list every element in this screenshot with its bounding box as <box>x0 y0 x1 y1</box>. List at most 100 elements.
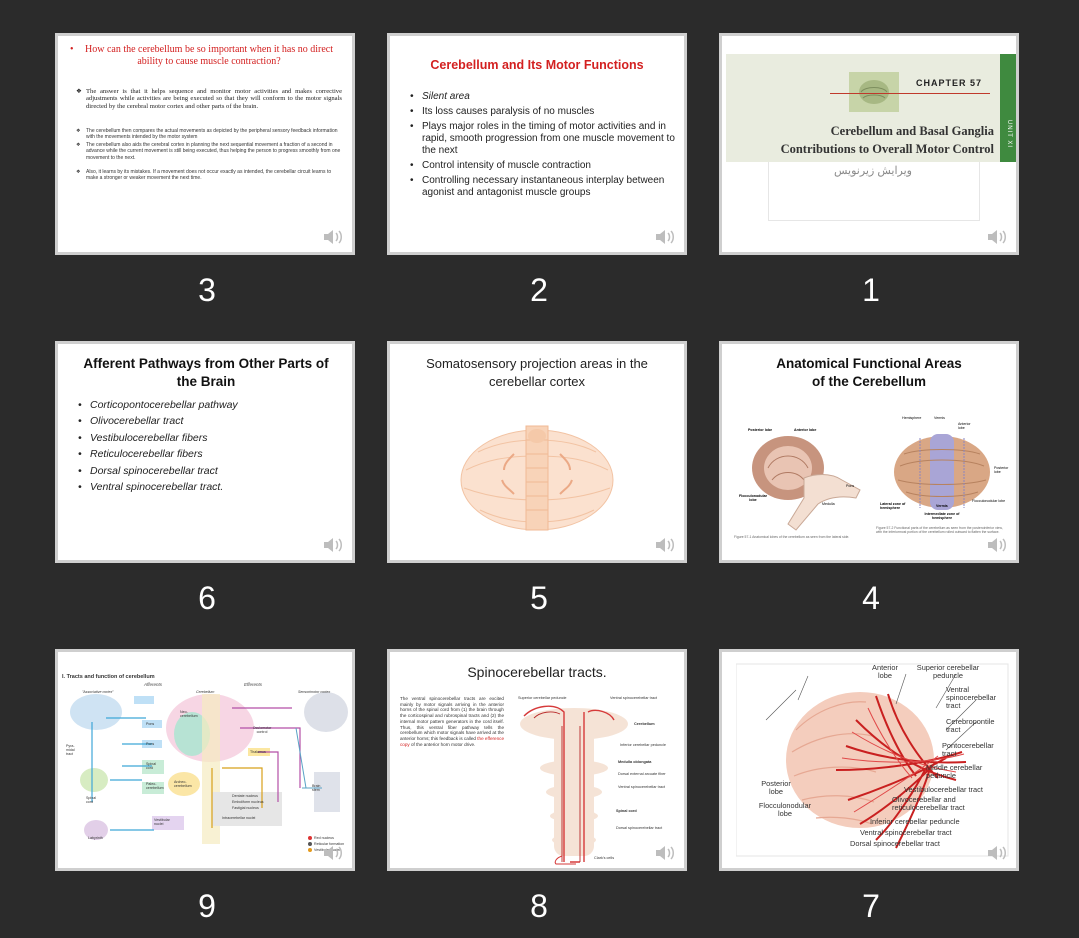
diagram-label: Paleo-cerebellum <box>146 782 164 790</box>
slide-body-text: The ventral spinocerebellar tracts are e… <box>400 696 505 747</box>
cerebellum-homunculus-image <box>460 425 614 531</box>
slide-title: Spinocerebellar tracts. <box>467 664 607 680</box>
cerebellar-peduncles-diagram <box>736 663 1009 857</box>
diagram-label: Middle cerebellar peduncle <box>926 763 983 780</box>
slide-thumbnail-2[interactable]: Cerebellum and Its Motor Functions Silen… <box>387 33 687 255</box>
slide-bullet: Control intensity of muscle contraction <box>410 160 680 172</box>
diagram-label: Vestibulocerebellar tract <box>904 785 983 794</box>
highlight-text: the efference copy <box>400 735 505 747</box>
figure-label: Flocculonodular lobe <box>739 494 767 502</box>
figure-label: Anterior lobe <box>794 428 817 432</box>
speaker-icon[interactable] <box>986 228 1008 246</box>
diagram-label: Red nucleus <box>314 836 334 840</box>
diagram-label: Labyrinth <box>88 836 103 840</box>
diagram-label: Archeo-cerebellum <box>174 780 192 788</box>
slide-number: 6 <box>198 580 216 616</box>
slide-bullet: Silent area <box>410 91 680 103</box>
diagram-label: Pontocerebellar tract <box>942 741 994 758</box>
diagram-label: Spinal cord <box>146 762 156 770</box>
speaker-icon[interactable] <box>654 228 676 246</box>
slide-number: 9 <box>198 888 216 924</box>
slide-bullet: Olivocerebellar tract <box>78 415 338 428</box>
slide-bullet: Ventral spinocerebellar tract. <box>78 481 338 494</box>
diagram-header: I. Tracts and function of cerebellum <box>62 674 155 680</box>
slide-thumbnail-4[interactable]: Anatomical Functional Areas of the Cereb… <box>719 341 1019 563</box>
diagram-label: Superior cerebellar peduncle <box>916 663 980 680</box>
chapter-title-line1: Cerebellum and Basal Ganglia <box>830 124 994 138</box>
slide-number: 4 <box>862 580 880 616</box>
chapter-label: CHAPTER 57 <box>916 78 983 88</box>
speaker-icon[interactable] <box>654 536 676 554</box>
slide-question: •How can the cerebellum be so important … <box>70 44 333 67</box>
slide-thumbnail-8[interactable]: Spinocerebellar tracts. The ventral spin… <box>387 649 687 871</box>
speaker-icon[interactable] <box>322 536 344 554</box>
slide-bullet: Reticulocerebellar fibers <box>78 448 338 461</box>
figure-caption: Figure 57-2 Functional parts of the cere… <box>876 526 1003 535</box>
tracts-diagram <box>70 692 348 852</box>
figure-label: Anterior lobe <box>958 422 971 430</box>
slide-bullet: Vestibulocerebellar fibers <box>78 432 338 445</box>
diagram-label: Pons <box>146 722 155 726</box>
diagram-label: Olivocerebellar and reticulocerebellar t… <box>892 795 965 812</box>
subtitle-arabic: ویرایش زیرنویس <box>834 165 912 177</box>
diagram-label: Ventral spinocerebellar tract <box>946 685 997 710</box>
slide-paragraph: ❖The cerebellum then compares the actual… <box>76 128 338 141</box>
diagram-label: Cerebellum <box>196 690 215 694</box>
speaker-icon[interactable] <box>986 844 1008 862</box>
diagram-label: Dorsal spinocerebellar tract <box>616 826 663 830</box>
slide-thumbnail-6[interactable]: Afferent Pathways from Other Parts of th… <box>55 341 355 563</box>
diagram-label: Intracerebellar nuclei <box>222 816 256 820</box>
slide-paragraph: ❖Also, it learns by its mistakes. If a m… <box>76 169 332 182</box>
slide-thumbnail-7[interactable]: Anterior lobe Superior cerebellar pedunc… <box>719 649 1019 871</box>
diagram-label: Inferior cerebellar peduncle <box>620 743 667 747</box>
slide-title: Somatosensory projection areas in the ce… <box>426 356 648 389</box>
slide-thumbnail-9[interactable]: I. Tracts and function of cerebellum Aff… <box>55 649 355 871</box>
diagram-label: Ventral spinocerebellar tract <box>610 696 658 700</box>
unit-label: UNIT XI <box>1006 119 1012 149</box>
speaker-icon[interactable] <box>322 228 344 246</box>
cerebellum-lateral-image <box>752 436 861 531</box>
slide-number: 5 <box>530 580 548 616</box>
diagram-label: Medulla oblongata <box>618 760 652 764</box>
diagram-label: Inferior cerebellar peduncle <box>870 817 960 826</box>
diagram-label: Superior cerebellar peduncle <box>518 696 567 700</box>
figure-label: Lateral zone of hemisphere <box>880 502 906 510</box>
figure-label: Intermediate zone of hemisphere <box>924 512 960 520</box>
figure-caption: Figure 57-1 Anatomical lobes of the cere… <box>734 535 850 539</box>
diagram-label: "Associative cortex" <box>82 690 114 694</box>
diagram-label: Vestibular nuclei <box>154 818 170 826</box>
diagram-label: Pons <box>146 742 155 746</box>
slide-bullet: Its loss causes paralysis of no muscles <box>410 106 680 118</box>
slide-thumbnail-1[interactable]: UNIT XI CHAPTER 57 Cerebellum and Basal … <box>719 33 1019 255</box>
slide-bullet: Controlling necessary instantaneous inte… <box>410 175 680 199</box>
diagram-label: Efferents <box>244 682 263 687</box>
speaker-icon[interactable] <box>986 536 1008 554</box>
diagram-label: Dorsal external arcuate fiber <box>618 772 666 776</box>
figure-label: Posterior lobe <box>994 466 1009 474</box>
spinocerebellar-tract-diagram <box>520 705 628 865</box>
figure-label: Posterior lobe <box>748 428 773 432</box>
chapter-title-line2: Contributions to Overall Motor Control <box>780 142 994 156</box>
diagram-label: Ventral spinocerebellar tract <box>618 785 666 789</box>
diagram-label: Dorsal spinocerebellar tract <box>850 839 940 848</box>
cerebellum-functional-zones-image <box>894 434 990 510</box>
diagram-label: Oculomotor control <box>252 726 272 734</box>
diagram-label: Afferents <box>144 682 163 687</box>
diagram-label: Ventral spinocerebellar tract <box>860 828 952 837</box>
diagram-label: Spinal cord <box>616 809 637 813</box>
slide-number: 3 <box>198 272 216 308</box>
slide-paragraph: ❖The cerebellum also aids the cerebral c… <box>76 141 341 161</box>
diagram-label: Fastigial nucleus <box>232 806 259 810</box>
diagram-label: Pyra-midal tract <box>66 744 75 756</box>
figure-label: Pons <box>846 484 855 488</box>
diagram-label: Sensorimotor cortex <box>298 690 331 694</box>
diagram-label: Cerebellum <box>634 722 655 726</box>
speaker-icon[interactable] <box>322 844 344 862</box>
slide-title-line2: of the Cerebellum <box>811 374 927 389</box>
figure-label: Medulla <box>822 502 835 506</box>
slide-thumbnail-3[interactable]: •How can the cerebellum be so important … <box>55 33 355 255</box>
speaker-icon[interactable] <box>654 844 676 862</box>
figure-label: Vermis <box>934 416 945 420</box>
slide-thumbnail-5[interactable]: Somatosensory projection areas in the ce… <box>387 341 687 563</box>
diagram-label: Thalamus <box>250 750 266 754</box>
